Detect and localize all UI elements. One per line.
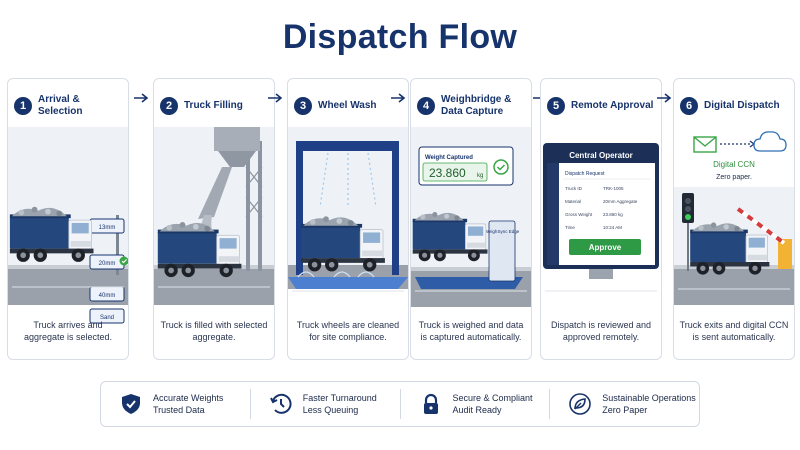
remote-approval-illustration: Central Operator Dispatch Request Truck … bbox=[543, 143, 659, 292]
kiosk bbox=[488, 220, 516, 282]
check-circle-icon bbox=[493, 159, 509, 175]
arrow-right-icon bbox=[134, 93, 149, 103]
feature-subtitle: Less Queuing bbox=[302, 405, 359, 415]
features-bar: Accurate Weights Trusted Data Faster Tur… bbox=[100, 381, 700, 427]
step-number-badge: 6 bbox=[680, 97, 698, 115]
page-title: Dispatch Flow bbox=[282, 18, 518, 56]
step-title: Digital Dispatch bbox=[704, 100, 780, 111]
step-description: Truck exits and digital CCN is sent auto… bbox=[679, 320, 789, 342]
step-title: Wheel Wash bbox=[318, 100, 377, 111]
feature-title: Sustainable Operations bbox=[602, 393, 696, 403]
field-value: 20mm Aggregate bbox=[603, 199, 638, 204]
arrival-illustration: 13mm 20mm 40mm Sand bbox=[8, 127, 128, 324]
arrow-right-icon bbox=[391, 93, 406, 103]
field-label: Truck ID bbox=[565, 186, 583, 191]
step-number-badge: 5 bbox=[547, 97, 565, 115]
step-description: Truck is filled with selected aggregate. bbox=[160, 320, 268, 342]
size-sign bbox=[89, 308, 125, 324]
step-card-digital-dispatch: 6 Digital Dispatch Digital CCN Zero pape… bbox=[673, 78, 795, 360]
step-description: Dispatch is reviewed and approved remote… bbox=[550, 320, 652, 342]
step-header: 4 Weighbridge & Data Capture bbox=[417, 89, 527, 123]
zero-paper-label: Zero paper. bbox=[716, 174, 752, 181]
step-number-badge: 3 bbox=[294, 97, 312, 115]
filling-illustration bbox=[154, 127, 274, 305]
step-card-wheel-wash: 3 Wheel Wash Truck wheels are cleaned fo… bbox=[287, 78, 409, 360]
field-label: Material bbox=[565, 199, 581, 204]
field-value: 10:24 AM bbox=[603, 225, 622, 230]
step-card-remote-approval: 5 Remote Approval Central Operator Dispa… bbox=[540, 78, 662, 360]
envelope-icon bbox=[693, 136, 717, 153]
feature-title: Secure & Compliant bbox=[452, 393, 533, 403]
feature-text: Sustainable Operations Zero Paper bbox=[602, 392, 696, 416]
approve-label: Approve bbox=[589, 243, 622, 252]
step-description: Truck arrives and aggregate is selected. bbox=[23, 320, 113, 342]
feature-subtitle: Audit Ready bbox=[452, 405, 502, 415]
weight-value: 23.860 bbox=[429, 166, 466, 180]
panel-title: Central Operator bbox=[569, 151, 633, 160]
weight-unit: kg bbox=[477, 173, 483, 179]
field-label: Time bbox=[565, 225, 575, 230]
kiosk-label: WeighSync Edge bbox=[485, 229, 520, 234]
step-title: Remote Approval bbox=[571, 100, 654, 111]
feature-item: Accurate Weights Trusted Data bbox=[101, 389, 250, 419]
feature-text: Secure & Compliant Audit Ready bbox=[453, 392, 533, 416]
wheel-wash-illustration bbox=[288, 127, 408, 292]
feature-title: Faster Turnaround bbox=[302, 393, 377, 403]
sign-label: 13mm bbox=[99, 225, 116, 231]
lock-icon bbox=[423, 393, 438, 414]
step-card-arrival: 1 Arrival & Selection 13mm 20mm 40mm San… bbox=[7, 78, 129, 360]
leaf-icon bbox=[569, 393, 592, 415]
feature-item: Faster Turnaround Less Queuing bbox=[249, 389, 400, 419]
step-header: 3 Wheel Wash bbox=[294, 89, 404, 123]
sign-label: Sand bbox=[100, 315, 114, 321]
feature-subtitle: Zero Paper bbox=[602, 405, 648, 415]
feature-subtitle: Trusted Data bbox=[153, 405, 205, 415]
step-title: Weighbridge & Data Capture bbox=[441, 94, 512, 117]
arrow-right-icon bbox=[268, 93, 283, 103]
weight-label: Weight Captured bbox=[425, 155, 473, 161]
sign-label: 20mm bbox=[99, 261, 116, 267]
step-description: Truck wheels are cleaned for site compli… bbox=[296, 320, 400, 342]
request-title: Dispatch Request bbox=[565, 171, 605, 177]
feature-text: Faster Turnaround Less Queuing bbox=[303, 392, 377, 416]
field-label: Gross Weight bbox=[565, 212, 593, 217]
step-header: 1 Arrival & Selection bbox=[14, 89, 124, 123]
weighbridge-illustration: Weight Captured 23.860 kg WeighSync Edge bbox=[411, 127, 531, 307]
cloud-icon bbox=[753, 131, 787, 152]
feature-item: Sustainable Operations Zero Paper bbox=[549, 389, 699, 419]
feature-item: Secure & Compliant Audit Ready bbox=[399, 389, 550, 419]
step-title: Arrival & Selection bbox=[38, 94, 83, 117]
field-value: 23.860 kg bbox=[603, 212, 623, 217]
step-card-weighbridge: 4 Weighbridge & Data Capture Weight Capt… bbox=[410, 78, 532, 360]
field-value: TRK-1005 bbox=[603, 186, 624, 191]
feature-text: Accurate Weights Trusted Data bbox=[153, 392, 223, 416]
ccn-label: Digital CCN bbox=[713, 160, 755, 169]
step-header: 5 Remote Approval bbox=[547, 89, 657, 123]
step-number-badge: 2 bbox=[160, 97, 178, 115]
step-title: Truck Filling bbox=[184, 100, 243, 111]
digital-dispatch-illustration: Digital CCN Zero paper. bbox=[674, 131, 794, 305]
arrow-right-icon bbox=[657, 93, 672, 103]
step-number-badge: 1 bbox=[14, 97, 32, 115]
step-card-filling: 2 Truck Filling Truck is filled with sel… bbox=[153, 78, 275, 360]
step-header: 6 Digital Dispatch bbox=[680, 89, 790, 123]
shield-check-icon bbox=[122, 394, 140, 414]
clock-icon bbox=[269, 393, 292, 414]
sign-label: 40mm bbox=[99, 293, 116, 299]
step-number-badge: 4 bbox=[417, 97, 435, 115]
feature-title: Accurate Weights bbox=[153, 393, 224, 403]
step-description: Truck is weighed and data is captured au… bbox=[418, 320, 524, 342]
step-header: 2 Truck Filling bbox=[160, 89, 270, 123]
check-icon bbox=[119, 256, 128, 266]
approve-button[interactable] bbox=[569, 239, 641, 255]
